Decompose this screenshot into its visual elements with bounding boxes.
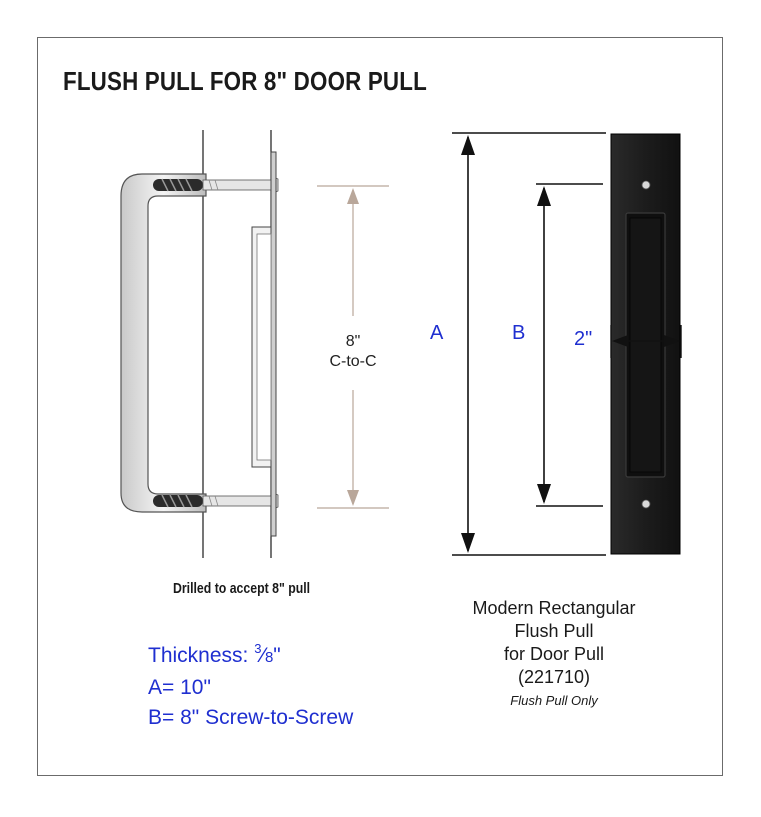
page-title: FLUSH PULL FOR 8" DOOR PULL [63, 66, 427, 96]
figure-frame [37, 37, 723, 776]
dimension-a-label: A [430, 322, 444, 344]
door-pull-side-view [120, 130, 279, 558]
dimension-b-label: B [512, 322, 526, 344]
caption-line-2: Flush Pull [514, 621, 594, 641]
center-label: 8" C-to-C [318, 332, 388, 372]
product-number: (221710) [517, 667, 591, 687]
caption-line-1: Modern Rectangular [472, 598, 636, 618]
top-screw-hole [641, 180, 651, 190]
specifications: Thickness: 3⁄8" A= 10" B= 8" Screw-to-Sc… [148, 634, 353, 733]
width-dimension [610, 325, 682, 358]
b-spec: B= 8" Screw-to-Screw [148, 706, 354, 729]
door-pull-handle [120, 173, 207, 513]
center-label-text: C-to-C [329, 353, 377, 370]
a-spec: A= 10" [148, 676, 211, 699]
drilled-note: Drilled to accept 8" pull [173, 580, 311, 597]
caption-note: Flush Pull Only [510, 693, 598, 708]
center-to-center-dimension [317, 185, 389, 509]
dimension-a [452, 132, 606, 556]
width-dimension-label: 2" [574, 328, 593, 350]
bottom-screw-hole [641, 499, 651, 509]
center-label-dimension: 8" [345, 333, 361, 350]
product-caption: Modern Rectangular Flush Pull for Door P… [444, 597, 664, 712]
thickness-spec: Thickness: 3⁄8" [148, 641, 281, 667]
dimension-b [536, 183, 603, 507]
flush-plate-side [270, 151, 277, 537]
caption-line-3: for Door Pull [503, 644, 605, 664]
